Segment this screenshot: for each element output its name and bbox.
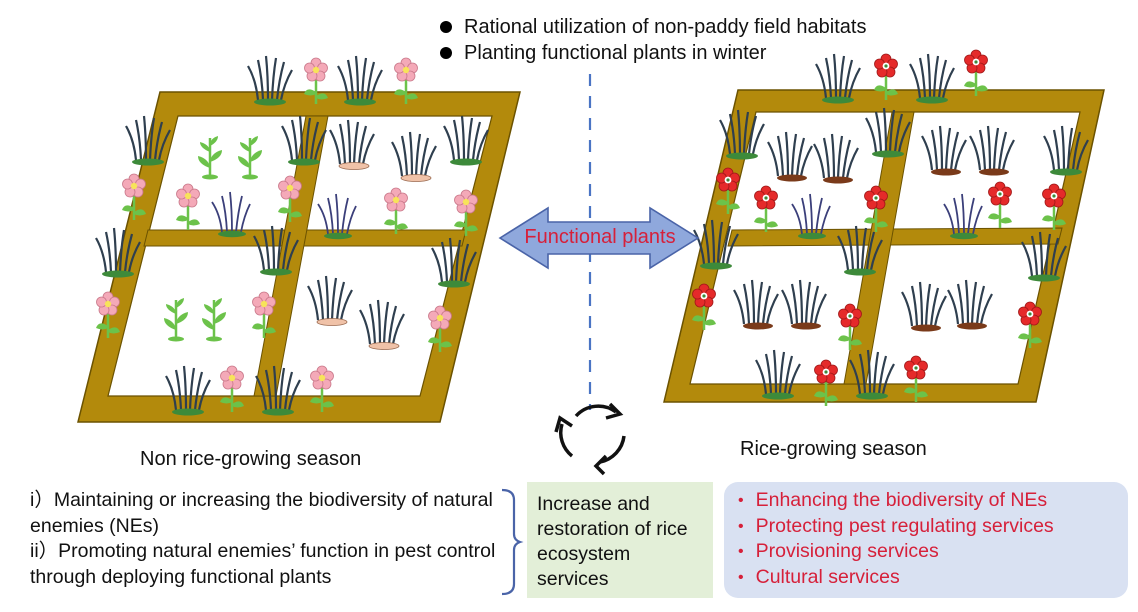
objective-item: ii）Promoting natural enemies’ function i… bbox=[30, 539, 510, 590]
service-text: Enhancing the biodiversity of NEs bbox=[755, 489, 1048, 511]
service-text: Protecting pest regulating services bbox=[755, 514, 1054, 537]
objective-text: Maintaining or increasing the biodiversi… bbox=[30, 489, 493, 537]
bullet-icon: • bbox=[738, 568, 744, 586]
bullet-text: Planting functional plants in winter bbox=[464, 42, 767, 64]
bullet-dot-icon bbox=[440, 47, 452, 59]
bullet-icon: • bbox=[738, 543, 744, 560]
service-item: • Enhancing the biodiversity of NEs bbox=[738, 488, 1116, 514]
ecosystem-services-box: Increase and restoration of rice ecosyst… bbox=[527, 482, 713, 598]
left-panel-label: Non rice-growing season bbox=[140, 448, 362, 470]
service-item: • Protecting pest regulating services bbox=[738, 514, 1116, 540]
services-list: • Enhancing the biodiversity of NEs • Prot… bbox=[724, 482, 1128, 598]
objective-marker: i） bbox=[30, 489, 54, 511]
header-bullets: Rational utilization of non-paddy field … bbox=[440, 14, 866, 66]
objective-marker: ii） bbox=[30, 540, 59, 562]
double-arrow-icon bbox=[498, 206, 700, 270]
cycle-arrows-icon bbox=[554, 402, 626, 476]
bullet-icon: • bbox=[738, 492, 744, 509]
service-text: Cultural services bbox=[755, 565, 900, 588]
functional-plants-label: Functional plants bbox=[524, 226, 676, 248]
bullet-icon: • bbox=[738, 517, 744, 535]
brace-icon bbox=[501, 488, 524, 596]
bullet-dot-icon bbox=[440, 21, 452, 33]
ecosystem-services-text: Increase and restoration of rice ecosyst… bbox=[537, 493, 688, 590]
objectives-list: i）Maintaining or increasing the biodiver… bbox=[30, 488, 510, 590]
left-field bbox=[77, 56, 521, 423]
right-panel-label: Rice-growing season bbox=[740, 438, 927, 460]
service-item: • Cultural services bbox=[738, 565, 1116, 591]
bullet-text: Rational utilization of non-paddy field … bbox=[464, 16, 867, 38]
bullet-row: Rational utilization of non-paddy field … bbox=[440, 14, 866, 40]
service-text: Provisioning services bbox=[755, 540, 939, 562]
right-field bbox=[663, 48, 1105, 408]
bullet-row: Planting functional plants in winter bbox=[440, 40, 866, 66]
objective-item: i）Maintaining or increasing the biodiver… bbox=[30, 488, 510, 539]
objective-text: Promoting natural enemies’ function in p… bbox=[30, 540, 496, 588]
service-item: • Provisioning services bbox=[738, 539, 1116, 565]
